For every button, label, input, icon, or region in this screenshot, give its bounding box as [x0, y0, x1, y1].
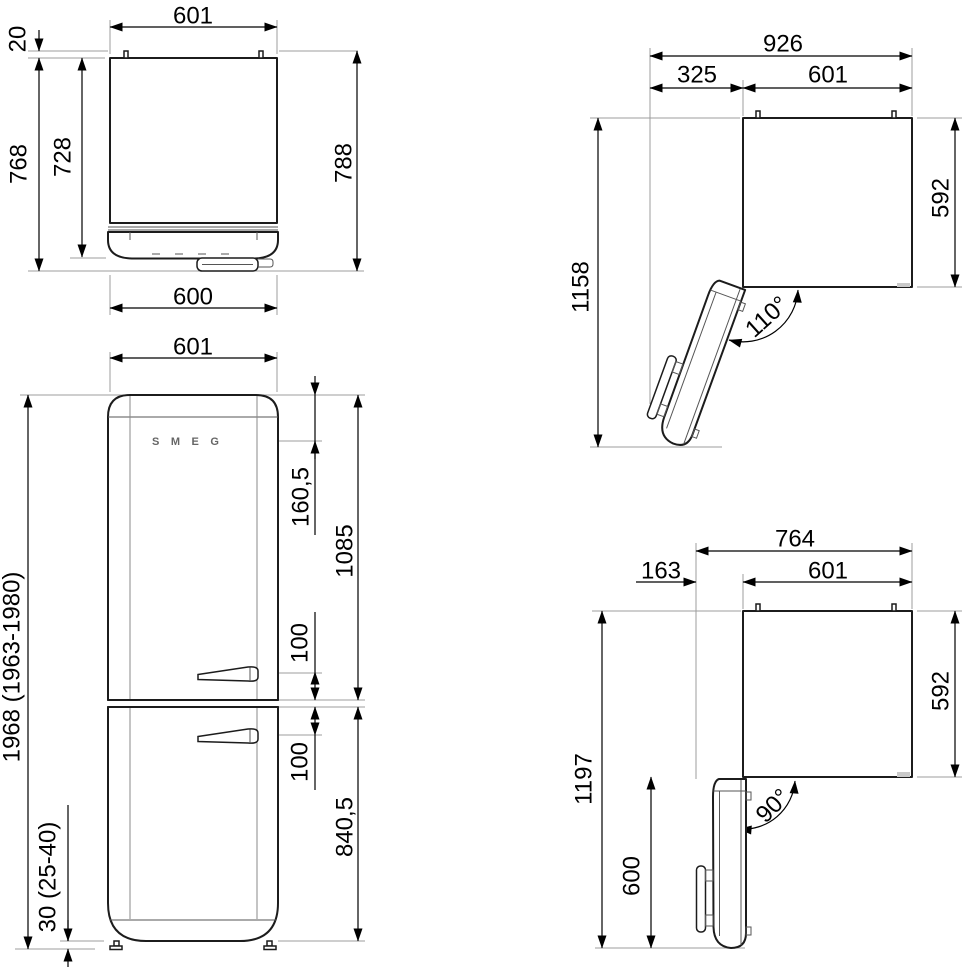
brand-logo: SMEG: [152, 436, 230, 448]
dim-gap-lower: 100: [287, 742, 314, 782]
view-top-open-90: 764 163 601 592 1197 600 90°: [571, 526, 962, 949]
dim-width-total: 926: [763, 31, 803, 58]
dim-width: 601: [173, 334, 213, 361]
door-swing-arc: [738, 780, 799, 835]
dim-door-angle: 90°: [751, 784, 796, 829]
dim-depth-without-handle: 728: [50, 137, 77, 177]
fridge-top-outline: [107, 50, 279, 272]
hinge-pin: [123, 50, 129, 59]
dimension-lines: [34, 22, 362, 313]
fridge-top-outline: [695, 603, 913, 949]
dim-door-width: 600: [619, 856, 646, 896]
dimension-lines: [23, 353, 363, 967]
door-open-110: [639, 271, 751, 452]
dim-width-total: 764: [775, 526, 815, 553]
dim-width-bottom: 600: [173, 284, 213, 311]
door-swing-arc: [728, 289, 802, 348]
hinge-pin: [755, 603, 761, 612]
dim-height-total: 1968 (1963-1980): [0, 572, 26, 763]
dimension-lines: [593, 51, 960, 448]
foot-base: [263, 945, 277, 951]
dim-depth-total: 788: [331, 143, 358, 183]
upper-door-handle: [197, 666, 259, 682]
dim-logo-offset: 160,5: [288, 467, 315, 527]
foot-mark: [897, 283, 910, 287]
dim-width: 601: [808, 558, 848, 585]
hinge-pin: [891, 603, 897, 612]
dim-door-angle: 110°: [740, 291, 794, 343]
view-top-open-110: 926 325 601 592 1158 110°: [568, 31, 962, 452]
dim-hinge-protrusion: 20: [5, 26, 32, 53]
foot-base: [109, 945, 123, 951]
view-front: SMEG 601 1968 (1963-1980) 30 (25-40) 160…: [0, 334, 365, 967]
fridge-body-top: [742, 610, 913, 778]
dim-depth-total: 1158: [568, 261, 595, 313]
dimension-labels: 601 20 768 728 788 600: [5, 3, 358, 311]
dim-upper-height: 1085: [332, 524, 359, 577]
foot-mark: [897, 772, 910, 777]
lower-door-handle: [197, 728, 259, 744]
fridge-top-outline: [639, 110, 913, 452]
hinge-pin: [755, 110, 761, 119]
fridge-body-top: [742, 117, 913, 288]
dim-swing-clearance: 325: [677, 62, 717, 89]
door-open-90: [695, 778, 752, 949]
dim-gap-upper: 100: [287, 623, 314, 663]
hinge-pin: [891, 110, 897, 119]
door-front-top: [107, 231, 279, 260]
view-top-closed: 601 20 768 728 788 600: [5, 3, 364, 315]
dim-swing-clearance: 163: [641, 558, 681, 585]
dim-width-top: 601: [173, 3, 213, 30]
dim-depth-body: 768: [6, 144, 33, 184]
dim-depth: 592: [928, 671, 955, 711]
dim-width: 601: [808, 62, 848, 89]
upper-door: [107, 394, 279, 701]
dim-lower-height: 840,5: [332, 797, 359, 857]
dim-depth-total: 1197: [571, 753, 598, 805]
fridge-front-outline: SMEG: [107, 394, 279, 951]
dimension-labels: 601 1968 (1963-1980) 30 (25-40) 160,5 10…: [0, 334, 359, 933]
hinge-pin: [258, 50, 264, 59]
dim-feet-height: 30 (25-40): [35, 822, 62, 933]
dimension-lines: [597, 546, 960, 949]
fridge-body-top: [109, 57, 278, 224]
dim-depth: 592: [928, 178, 955, 218]
